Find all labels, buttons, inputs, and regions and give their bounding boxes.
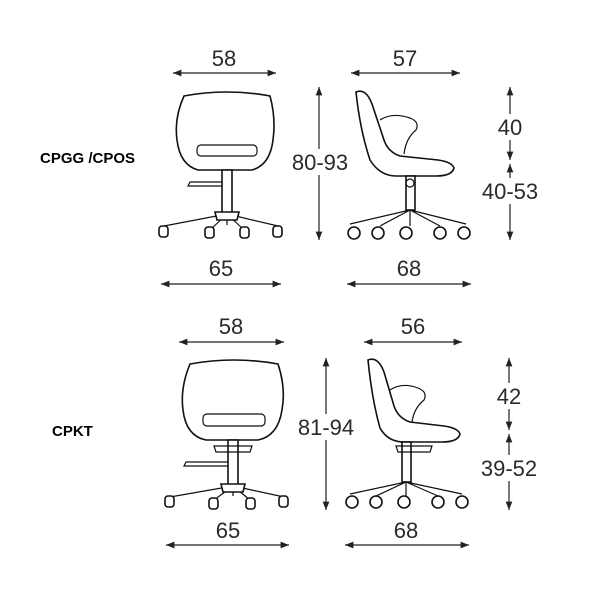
seat-cushion xyxy=(196,144,258,157)
model-cpkt: CPKT 58 56 81-94 xyxy=(52,314,546,549)
front-base-label: 65 xyxy=(216,518,240,543)
caster-side-5 xyxy=(457,226,471,240)
side-view-chair xyxy=(347,90,471,240)
seat-height-label: 40-53 xyxy=(482,179,538,204)
gas-column xyxy=(221,169,233,215)
chair-shell-side xyxy=(367,358,461,443)
tilt-lever xyxy=(183,461,228,467)
total-height-label: 80-93 xyxy=(292,150,348,175)
armrest-side xyxy=(379,114,418,155)
total-height-label-bg xyxy=(290,414,362,440)
back-height-label-bg xyxy=(490,114,530,140)
chair-shell-side xyxy=(355,90,455,177)
front-base-label: 65 xyxy=(209,256,233,281)
caster-front-2 xyxy=(208,497,219,510)
back-height-label: 42 xyxy=(497,384,521,409)
caster-side-2 xyxy=(371,226,385,240)
caster-side-3 xyxy=(397,495,411,509)
model-cpgg-cpos: CPGG /CPOS 58 57 80-93 xyxy=(40,46,547,288)
total-height-label-bg xyxy=(284,149,356,175)
caster-side-4 xyxy=(433,226,447,240)
seat-height-label: 39-52 xyxy=(481,456,537,481)
tilt-lever xyxy=(187,181,222,187)
caster-side-4 xyxy=(431,495,445,509)
gas-column xyxy=(227,439,239,487)
caster-front-1 xyxy=(158,225,169,238)
star-base-front xyxy=(169,485,285,501)
side-base-label: 68 xyxy=(397,256,421,281)
chair-backrest-front xyxy=(175,91,275,171)
armrest-side xyxy=(389,384,426,423)
side-depth-label: 56 xyxy=(401,314,425,339)
caster-side-5 xyxy=(455,495,469,509)
star-base-front xyxy=(163,213,279,231)
seat-height-label-bg xyxy=(473,178,547,204)
side-base-label: 68 xyxy=(394,518,418,543)
mechanism-side xyxy=(395,445,433,453)
front-view-chair xyxy=(164,359,289,510)
seat-height-label-bg xyxy=(472,455,546,481)
model-code: CPKT xyxy=(52,423,93,440)
caster-front-2 xyxy=(204,226,215,239)
mechanism-side xyxy=(405,178,415,188)
caster-front-1 xyxy=(164,495,175,508)
chair-backrest-front xyxy=(181,359,285,441)
front-width-label: 58 xyxy=(212,46,236,71)
caster-side-1 xyxy=(345,495,359,509)
total-height-label: 81-94 xyxy=(298,415,354,440)
star-base-side xyxy=(349,209,467,227)
front-view-chair xyxy=(158,91,283,239)
caster-front-4 xyxy=(272,225,283,238)
caster-front-3 xyxy=(245,497,256,510)
caster-front-4 xyxy=(278,495,289,508)
seat-cushion xyxy=(202,413,266,427)
caster-side-3 xyxy=(399,226,413,240)
side-depth-label: 57 xyxy=(393,46,417,71)
model-code: CPGG /CPOS xyxy=(40,150,135,167)
back-height-label-bg xyxy=(489,383,529,409)
star-base-side xyxy=(349,481,463,497)
caster-side-1 xyxy=(347,226,361,240)
front-width-label: 58 xyxy=(219,314,243,339)
back-height-label: 40 xyxy=(498,115,522,140)
caster-front-3 xyxy=(239,226,250,239)
base-hub-front xyxy=(219,483,247,493)
side-view-chair xyxy=(345,358,469,509)
caster-side-2 xyxy=(369,495,383,509)
tilt-lever xyxy=(213,445,253,453)
base-hub-front xyxy=(213,211,241,221)
gas-column-side xyxy=(401,441,412,483)
